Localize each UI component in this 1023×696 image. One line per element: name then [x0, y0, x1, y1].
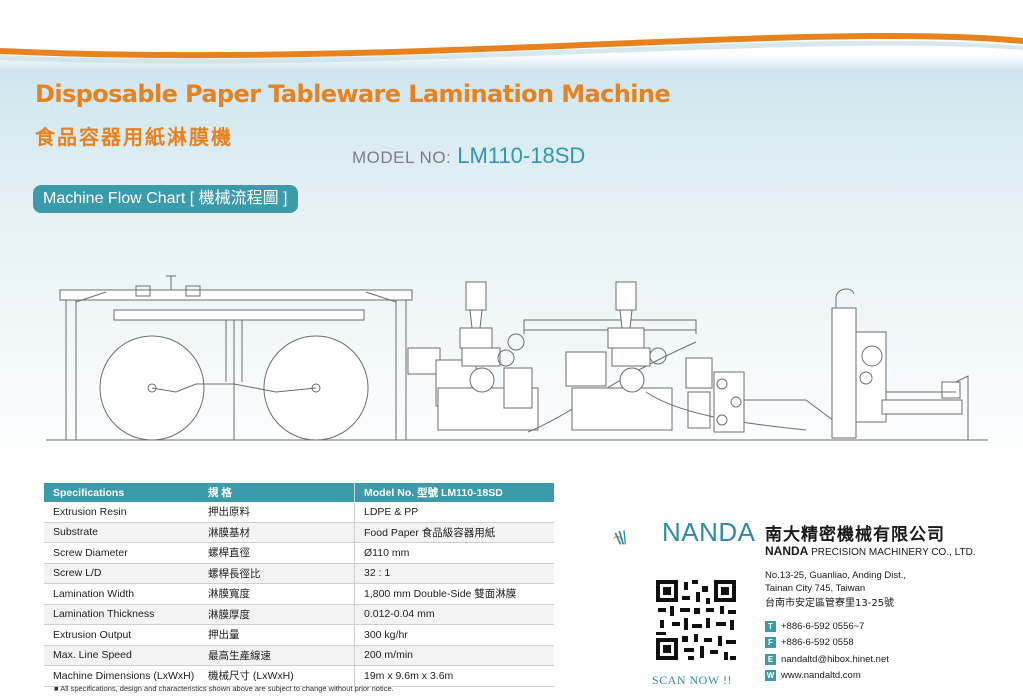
spec-name-zh: 螺桿長徑比 [199, 563, 355, 584]
spec-value: 300 kg/hr [354, 624, 554, 646]
email-icon: E [765, 653, 776, 665]
contact-phone: T +886-6-592 0556~7 [765, 618, 889, 635]
page-title-zh: 食品容器用紙淋膜機 [35, 125, 233, 149]
model-number: MODEL NO: LM110-18SD [352, 143, 585, 169]
scan-now-label: SCAN NOW !! [652, 673, 732, 687]
machine-flow-diagram [46, 275, 988, 441]
spec-name-zh: 淋膜厚度 [199, 604, 355, 625]
table-row: Machine Dimensions (LxWxH)機械尺寸 (LxWxH)19… [44, 665, 554, 687]
spec-name: Extrusion Output [44, 624, 199, 646]
email-link[interactable]: nandaltd@hibox.hinet.net [781, 653, 889, 665]
spec-value: 0.012-0.04 mm [354, 604, 554, 625]
company-address: No.13-25, Guanliao, Anding Dist., Tainan… [765, 569, 906, 610]
footnote: ■ All specifications, design and charact… [54, 684, 394, 693]
spec-name: Extrusion Resin [44, 502, 199, 523]
spec-name-zh: 螺桿直徑 [199, 542, 355, 564]
flow-chart-tab: Machine Flow Chart [ 機械流程圖 ] [33, 185, 298, 213]
header-specifications-zh: 規 格 [199, 483, 355, 502]
fax-icon: F [765, 637, 776, 649]
spec-value: 19m x 9.6m x 3.6m [354, 665, 554, 687]
spec-name: Substrate [44, 522, 199, 543]
spec-name: Max. Line Speed [44, 645, 199, 666]
spec-value: 1,800 mm Double-Side 雙面淋膜 [354, 583, 554, 605]
spec-value: 200 m/min [354, 645, 554, 666]
qr-code-icon [654, 578, 738, 662]
spec-name-zh: 押出量 [199, 624, 355, 646]
spec-name-zh: 機械尺寸 (LxWxH) [199, 665, 355, 687]
spec-value: LDPE & PP [354, 502, 554, 523]
spec-name: Screw Diameter [44, 542, 199, 564]
address-line-zh: 台南市安定區管寮里13-25號 [765, 598, 895, 609]
spec-value: 32 : 1 [354, 563, 554, 584]
header-model: Model No. 型號 LM110-18SD [354, 483, 554, 502]
website-link[interactable]: www.nandaltd.com [781, 670, 861, 682]
address-line: Tainan City 745, Taiwan [765, 583, 866, 594]
spec-name: Machine Dimensions (LxWxH) [44, 665, 199, 687]
contact-fax: F +886-6-592 0558 [765, 635, 889, 652]
spec-value: Ø110 mm [354, 542, 554, 564]
model-value: LM110-18SD [457, 143, 586, 168]
spec-name: Lamination Width [44, 583, 199, 605]
spec-name-zh: 押出原料 [199, 502, 355, 523]
table-header-row: Specifications 規 格 Model No. 型號 LM110-18… [44, 483, 554, 502]
header-specifications: Specifications [44, 483, 199, 502]
spec-name-zh: 淋膜基材 [199, 522, 355, 543]
nanda-logo-icon [613, 530, 626, 545]
fax-number: +886-6-592 0558 [781, 637, 854, 649]
spec-value: Food Paper 食品級容器用紙 [354, 522, 554, 543]
specifications-table: Specifications 規 格 Model No. 型號 LM110-18… [44, 483, 554, 687]
spec-name: Lamination Thickness [44, 604, 199, 625]
phone-icon: T [765, 620, 776, 632]
model-label: MODEL NO: [352, 148, 452, 167]
spec-name-zh: 淋膜寬度 [199, 583, 355, 605]
spec-name: Screw L/D [44, 563, 199, 584]
spec-name-zh: 最高生產線速 [199, 645, 355, 666]
phone-number: +886-6-592 0556~7 [781, 620, 865, 632]
company-name-en-rest: PRECISION MACHINERY CO., LTD. [808, 547, 976, 558]
company-name-en: NANDA PRECISION MACHINERY CO., LTD. [765, 544, 976, 558]
nanda-logo-text: NANDA [662, 517, 756, 547]
page-title: Disposable Paper Tableware Lamination Ma… [35, 80, 671, 108]
company-name-en-bold: NANDA [765, 544, 809, 558]
web-icon: W [765, 670, 776, 682]
company-name-zh: 南大精密機械有限公司 [765, 525, 945, 545]
header-swoosh [0, 0, 1023, 64]
address-line: No.13-25, Guanliao, Anding Dist., [765, 570, 907, 581]
